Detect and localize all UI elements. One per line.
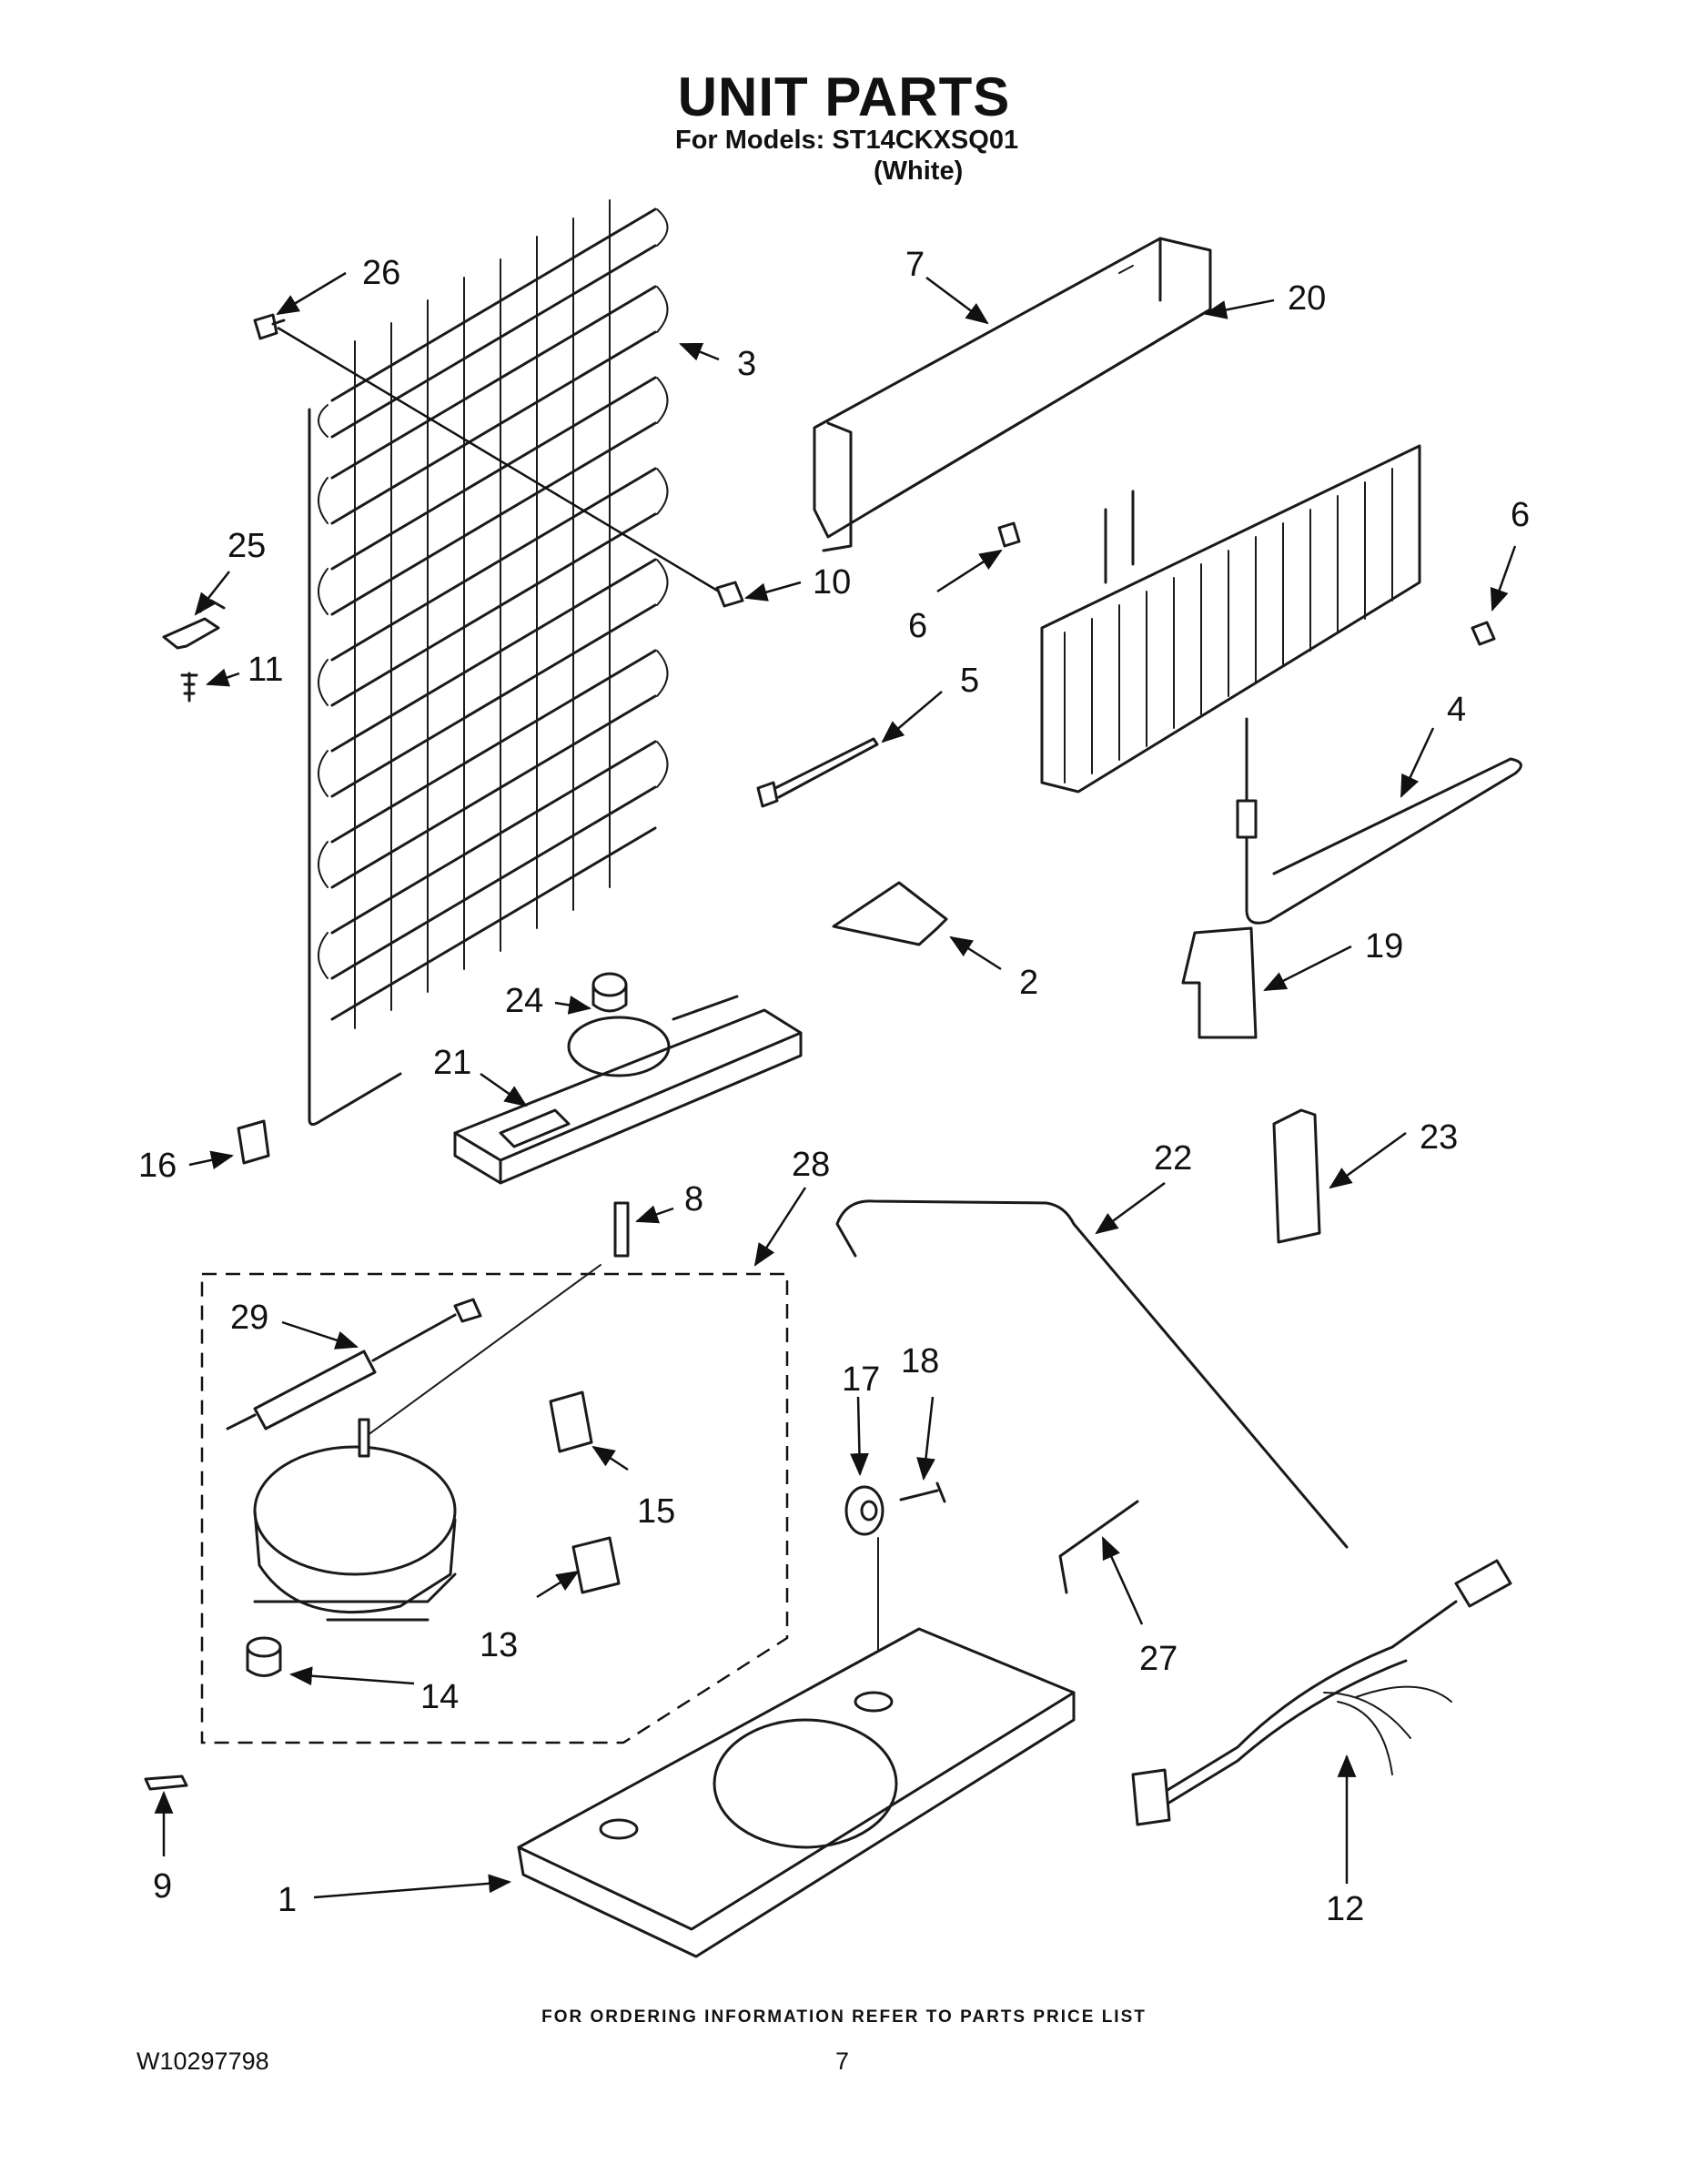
wire-tie bbox=[756, 737, 879, 808]
evaporator-cover bbox=[813, 237, 1212, 552]
callout-10: 10 bbox=[813, 563, 851, 602]
callout-26: 26 bbox=[362, 254, 400, 292]
relay-15 bbox=[549, 1390, 593, 1453]
callout-29: 29 bbox=[230, 1299, 268, 1337]
tube-27 bbox=[1058, 1500, 1139, 1594]
callout-4: 4 bbox=[1447, 691, 1466, 729]
defrost-heater-harness bbox=[1236, 717, 1522, 925]
callout-18: 18 bbox=[901, 1342, 939, 1380]
callout-3: 3 bbox=[737, 345, 756, 383]
callout-27: 27 bbox=[1139, 1640, 1178, 1678]
compressor-assembly-boundary bbox=[200, 1272, 789, 1744]
callout-11: 11 bbox=[248, 651, 283, 689]
ordering-note: FOR ORDERING INFORMATION REFER TO PARTS … bbox=[541, 2007, 1147, 2027]
callout-1: 1 bbox=[278, 1881, 297, 1919]
grommet-14 bbox=[246, 1636, 282, 1677]
screw-6-upper bbox=[997, 521, 1021, 548]
callout-17: 17 bbox=[842, 1360, 880, 1399]
document-number: W10297798 bbox=[136, 2048, 269, 2075]
callout-20: 20 bbox=[1288, 279, 1326, 318]
screw-11 bbox=[180, 672, 198, 703]
callout-24: 24 bbox=[505, 982, 543, 1020]
callout-12: 12 bbox=[1326, 1890, 1364, 1928]
callout-13: 13 bbox=[480, 1626, 518, 1664]
filter-drier bbox=[226, 1298, 482, 1431]
bolt-18 bbox=[899, 1481, 946, 1503]
page-title: UNIT PARTS bbox=[677, 66, 1011, 127]
screw-6-right bbox=[1471, 621, 1496, 646]
callout-14: 14 bbox=[420, 1678, 459, 1716]
callout-16: 16 bbox=[138, 1147, 177, 1185]
wire-clip bbox=[832, 881, 948, 946]
callout-6-upper: 6 bbox=[908, 607, 927, 645]
grommet-nut bbox=[591, 972, 628, 1013]
callout-19: 19 bbox=[1365, 927, 1403, 966]
caster-17 bbox=[844, 1485, 884, 1536]
bracket-25 bbox=[162, 599, 226, 650]
callout-5: 5 bbox=[960, 662, 979, 700]
drain-tube bbox=[613, 1201, 630, 1258]
compressor bbox=[253, 1418, 457, 1622]
page-number: 7 bbox=[835, 2048, 850, 2075]
callout-7: 7 bbox=[905, 246, 925, 284]
drain-pan bbox=[453, 995, 803, 1185]
callout-15: 15 bbox=[637, 1492, 675, 1531]
model-variant: (White) bbox=[874, 157, 964, 186]
condensate-tube bbox=[835, 1199, 1349, 1549]
wiring-harness bbox=[1131, 1559, 1512, 1826]
callout-22: 22 bbox=[1154, 1139, 1192, 1178]
insulation-pad-23 bbox=[1272, 1108, 1321, 1244]
callout-9: 9 bbox=[153, 1867, 172, 1906]
condenser-coil bbox=[308, 199, 669, 1126]
base-pan bbox=[517, 1627, 1076, 1958]
callout-labels: 26 3 10 7 20 6 6 5 4 2 19 23 22 25 11 16… bbox=[138, 246, 1530, 1928]
screw-26 bbox=[253, 313, 286, 340]
overload-13 bbox=[571, 1536, 621, 1594]
callout-2: 2 bbox=[1019, 964, 1038, 1002]
callout-25: 25 bbox=[227, 527, 266, 565]
callout-8: 8 bbox=[684, 1180, 703, 1218]
callout-6-right: 6 bbox=[1511, 496, 1530, 534]
insulation-pad-19 bbox=[1181, 926, 1258, 1039]
callout-23: 23 bbox=[1420, 1118, 1458, 1157]
clip-9 bbox=[144, 1774, 188, 1791]
callout-28: 28 bbox=[792, 1146, 830, 1184]
clip-16 bbox=[237, 1119, 270, 1165]
screw-10 bbox=[715, 581, 744, 608]
models-line: For Models: ST14CKXSQ01 bbox=[675, 126, 1019, 155]
callout-21: 21 bbox=[433, 1044, 471, 1082]
evaporator bbox=[1040, 444, 1421, 794]
